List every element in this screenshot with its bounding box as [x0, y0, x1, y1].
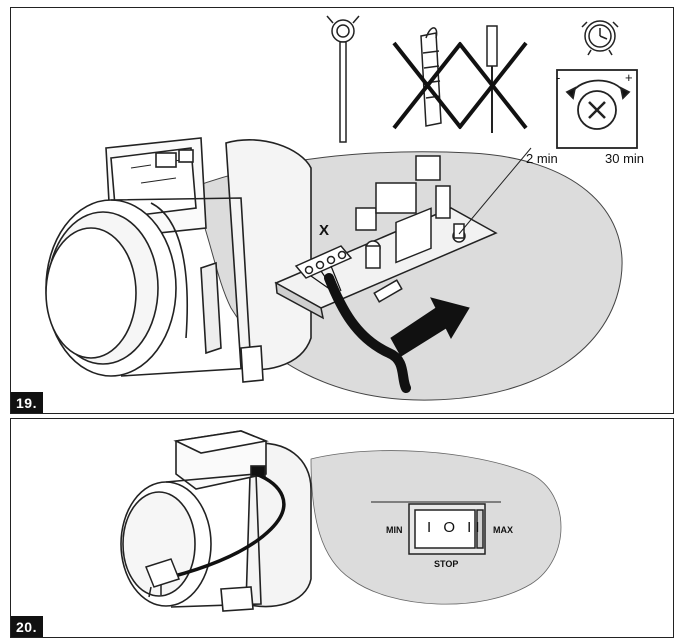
step-number: 20.	[11, 616, 43, 637]
power-cord	[170, 472, 286, 579]
timer-min-label: 2 min	[526, 151, 558, 166]
step-20-illustration	[120, 430, 562, 612]
step-20-panel: I O II MIN MAX STOP 20.	[10, 418, 674, 638]
switch-max-label: MAX	[493, 525, 513, 535]
cross-mark-icon	[457, 41, 528, 130]
plug-icon	[145, 558, 180, 598]
fan-body-step20	[120, 430, 312, 612]
flathead-screwdriver-icon	[486, 25, 498, 133]
step-number: 19.	[11, 392, 43, 413]
dial-minus-label: -	[556, 70, 561, 85]
insert-arrow	[390, 297, 470, 357]
utility-knife-icon	[420, 27, 442, 127]
screwdriver-key-icon	[326, 15, 360, 143]
switch-positions-label: I O II	[427, 519, 484, 536]
rocker-switch	[371, 501, 501, 555]
fan-body-step19	[45, 137, 312, 383]
dial-plus-label: +	[625, 70, 633, 85]
terminal-label: X	[319, 222, 330, 239]
timer-dial	[556, 69, 638, 149]
cross-mark-icon	[392, 41, 463, 130]
alarm-clock-icon	[581, 20, 619, 56]
circuit-board	[274, 155, 498, 393]
step-19-panel: X - + 2 min 30 min 19.	[10, 7, 674, 414]
switch-min-label: MIN	[386, 525, 403, 535]
switch-stop-label: STOP	[434, 559, 459, 569]
step-19-illustration	[45, 15, 638, 401]
timer-max-label: 30 min	[605, 151, 645, 166]
